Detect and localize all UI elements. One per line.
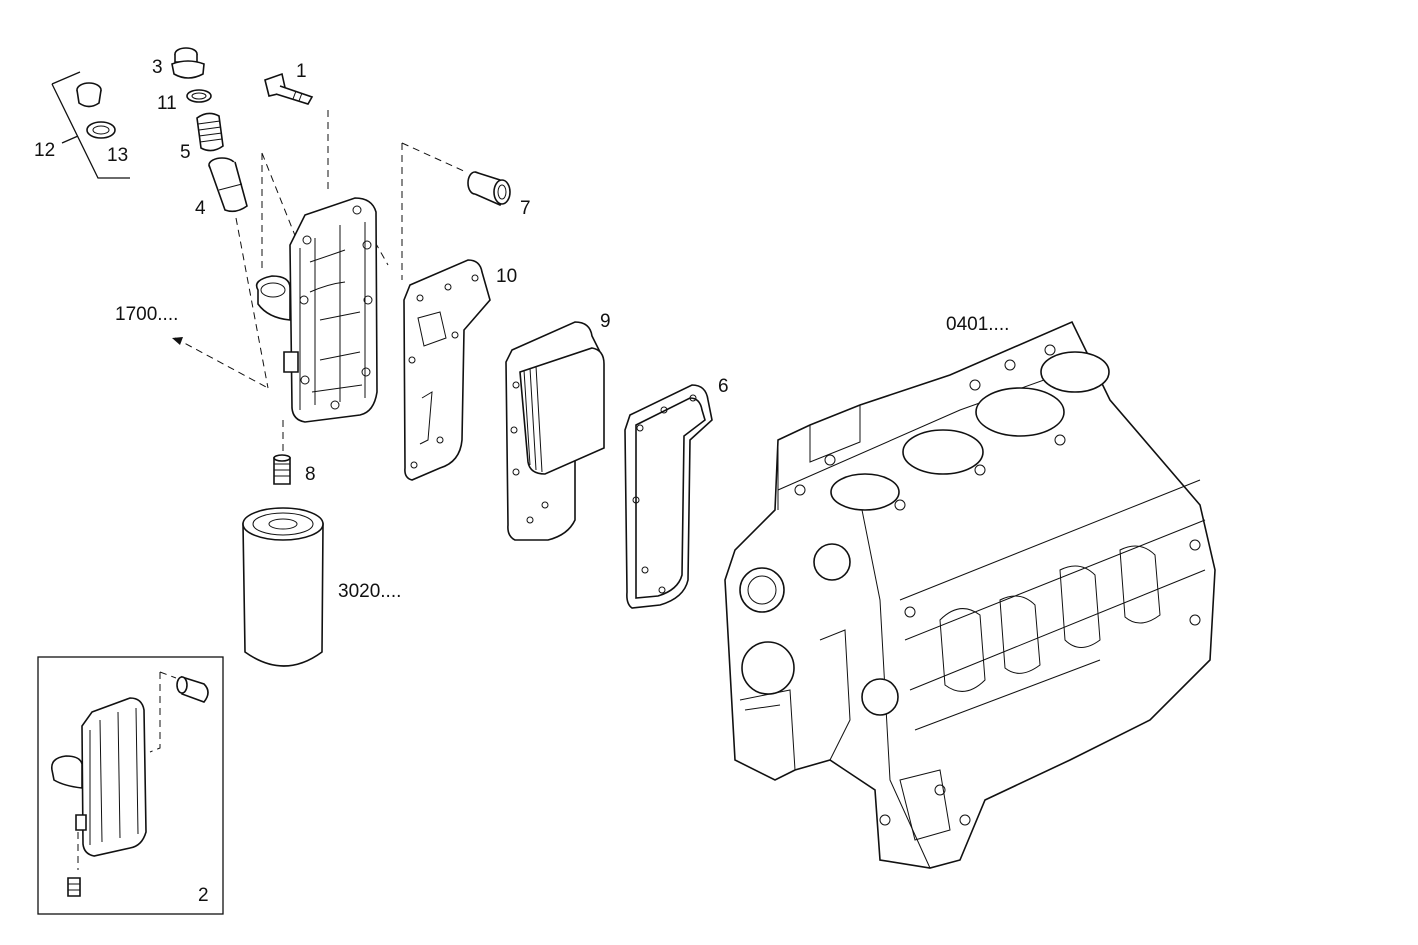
leader-lines <box>174 110 467 452</box>
label-part-7: 7 <box>520 198 531 219</box>
part-9-oil-cooler <box>505 321 605 541</box>
part-8-threaded-nipple <box>273 454 291 485</box>
label-part-3: 3 <box>152 57 163 78</box>
part-7-bushing <box>467 171 511 207</box>
label-part-10: 10 <box>496 266 517 287</box>
label-part-8: 8 <box>305 464 316 485</box>
label-part-9: 9 <box>600 311 611 332</box>
label-part-11: 11 <box>157 93 177 114</box>
label-ref-1700: 1700.... <box>115 304 178 325</box>
label-ref-3020: 3020.... <box>338 581 401 602</box>
part-6-gasket <box>624 384 713 609</box>
part-5-spring <box>196 112 224 152</box>
callout-labels: 1 2 3 4 5 6 7 8 9 10 11 12 13 1700.... 3… <box>34 57 1009 906</box>
label-part-1: 1 <box>296 61 307 82</box>
part-10-gasket <box>403 259 491 481</box>
engine-block <box>724 320 1216 869</box>
label-part-13: 13 <box>107 145 128 166</box>
label-part-6: 6 <box>718 376 729 397</box>
arrow-left-icon <box>172 337 183 345</box>
label-part-4: 4 <box>195 198 206 219</box>
filter-support-housing <box>255 197 378 423</box>
label-part-12: 12 <box>34 140 55 161</box>
part-1-bolt <box>264 72 314 105</box>
part-12-13-plug-kit <box>51 71 130 179</box>
part-4-valve <box>208 157 248 213</box>
label-part-5: 5 <box>180 142 191 163</box>
label-part-2: 2 <box>198 885 209 906</box>
part-11-o-ring <box>186 89 212 103</box>
inset-part-2-assembly <box>37 656 224 915</box>
part-3-plug <box>171 47 205 79</box>
label-ref-0401: 0401.... <box>946 314 1009 335</box>
oil-filter-cartridge <box>242 507 324 667</box>
